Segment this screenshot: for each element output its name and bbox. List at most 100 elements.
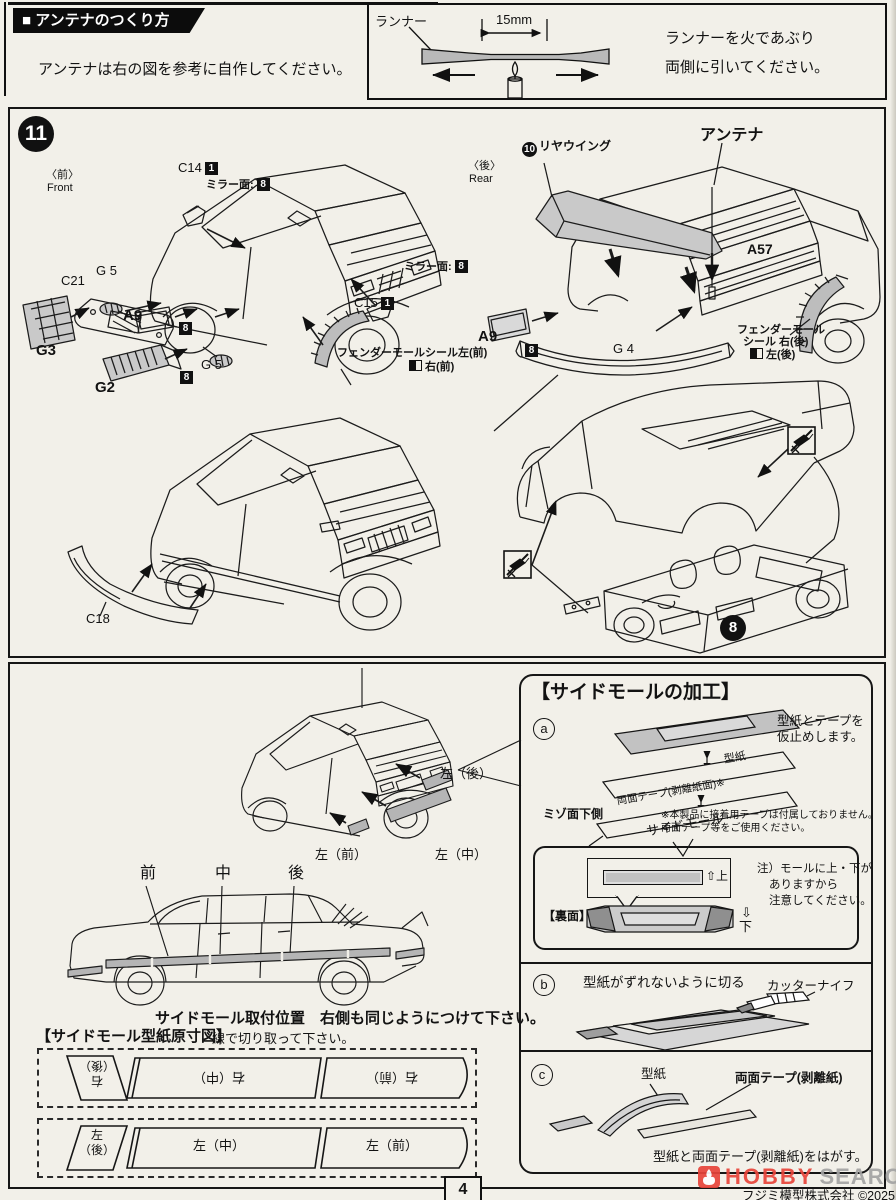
part-label-c18: C18 (86, 611, 110, 626)
part-label-g2: G2 (95, 379, 116, 396)
mirror-face-label-1: ミラー面:8 (206, 178, 270, 192)
template-label-left-rear: 左（後） (78, 1128, 115, 1157)
step-a-circle: a (533, 718, 555, 740)
footnote-2: 両面テープ等をご使用ください。 (661, 823, 811, 834)
runner-diagram-box: ランナー 15mm ランナーを火であぶり 両側に引いてください。 (367, 3, 887, 100)
color-badge-1: 1 (380, 297, 394, 310)
antenna-howto-title: ■ アンテナのつくり方 (22, 12, 170, 29)
orientation-warning-3: 注意してください。 (769, 895, 872, 907)
template-box-left-side: 左（後） 左（中） 左（前） (37, 1118, 477, 1178)
page-number: 4 (444, 1176, 482, 1200)
peel-caption: 型紙と両面テープ(剥離紙)をはがす。 (653, 1149, 868, 1164)
template-label-right-mid: 右（中） (193, 1069, 246, 1085)
seal-side-icon (750, 348, 763, 359)
fender-seal-rear-label-3: 左(後) (750, 348, 795, 362)
color-badge-8: 8 (454, 260, 468, 273)
part-label-a9-front: A9 (123, 307, 143, 324)
rear-orientation-jp: 〈後〉 (468, 160, 501, 172)
watermark-word-1: HOBBY (725, 1164, 815, 1189)
antenna-howto-title-bar: ■ アンテナのつくり方 (13, 8, 205, 33)
moulding-back-illustration (586, 905, 734, 933)
position-label-mid: 中 (215, 865, 232, 882)
moulding-top-callout: ⇧上 (587, 858, 731, 898)
scan-edge (890, 0, 896, 1200)
template-box-right-side: 右（後） 右（中） 右（前） (37, 1048, 477, 1108)
template-left-shapes (65, 1125, 468, 1171)
fender-seal-rear-label-1: フェンダーモール (737, 324, 825, 336)
step-11-panel: 11 〈前〉 Front (8, 107, 886, 658)
tack-note-2: 仮止めします。 (777, 730, 864, 744)
moulding-label-left-rear: 左（後） (440, 766, 493, 781)
moulding-processing-box: 【サイドモールの加工】 a 型紙 両面テープ(剥離紙面)※ サイドモール 型 (519, 674, 878, 1174)
part-label-c21: C21 (61, 273, 85, 288)
color-badge-8b: 8 (180, 371, 193, 384)
left-rule (4, 2, 6, 96)
rear-orientation-en: Rear (469, 173, 493, 185)
no-cement-icon (787, 426, 816, 455)
runner-stretch-illustration (408, 19, 610, 99)
top-rule (8, 2, 438, 5)
template-label-right-rear: 右（後） (79, 1059, 116, 1088)
orientation-note-box: ⇧上 【裏面】 ⇩ 下 注）モールに上・下が (533, 846, 872, 950)
orientation-warning-2: ありますから (769, 879, 838, 891)
moulding-label-left-front: 左（前） (315, 847, 368, 862)
template-label-left-mid: 左（中） (192, 1138, 245, 1153)
antenna-callout: アンテナ (700, 127, 764, 144)
template-label-right-front: 右（前） (366, 1069, 419, 1085)
fender-seal-front-label-2: 右(前) (409, 360, 454, 374)
body-chassis-illustration (493, 374, 855, 654)
template-label-left-front: 左（前） (365, 1138, 418, 1153)
publisher-credit: フジミ模型株式会社 ©2025. 1 (742, 1189, 896, 1200)
down-arrow-glyph: ⇩ (741, 905, 752, 920)
strip-stack-illustration (588, 709, 840, 858)
moulding-label-left-mid: 左（中） (435, 847, 488, 862)
color-badge-1: 1 (204, 162, 218, 175)
position-label-front: 前 (140, 865, 157, 882)
color-badge-8c: 8 (525, 344, 538, 357)
color-badge-8a: 8 (179, 322, 192, 335)
back-face-label: 【裏面】 (543, 909, 592, 923)
step-c-circle: c (531, 1064, 553, 1086)
up-side-label: ⇧上 (706, 869, 729, 883)
step-number-badge: 11 (18, 116, 54, 152)
orientation-warning-1: 注）モールに上・下が (757, 863, 872, 875)
footnote-1: ※本製品に接着用テープは付属しておりません。 (661, 810, 878, 821)
side-moulding-panel: 左（後） 左（前） 左（中） 前 中 後 (8, 662, 886, 1189)
front-orientation-en: Front (47, 182, 73, 194)
moulding-position-car-illustration (241, 668, 522, 839)
part-label-g5-lower: G 5 (201, 357, 222, 372)
watermark-word-2: SEARCH (819, 1164, 896, 1189)
front-orientation-jp: 〈前〉 (46, 169, 79, 181)
down-side-label: 下 (739, 919, 753, 934)
runner-note-2: 両側に引いてください。 (665, 59, 830, 76)
part-label-g4: G 4 (613, 341, 634, 356)
no-cement-icon (503, 550, 532, 579)
part-label-g5-upper: G 5 (96, 263, 117, 278)
section-divider (521, 962, 871, 964)
processing-title: 【サイドモールの加工】 (531, 682, 741, 703)
mirror-face-label-2: ミラー面:8 (404, 260, 468, 274)
tack-note-1: 型紙とテープを (777, 714, 864, 728)
moulding-caption: サイドモール取付位置 右側も同じようにつけて下さい。 (155, 1010, 546, 1027)
runner-note-1: ランナーを火であぶり (665, 30, 815, 47)
front-car-illustration (22, 164, 442, 386)
moulding-top-strip (603, 870, 703, 885)
seal-side-icon (409, 360, 422, 371)
antenna-howto-instruction: アンテナは右の図を参考に自作してください。 (38, 61, 352, 78)
side-profile-illustration (67, 885, 429, 1006)
part-label-a57: A57 (747, 241, 773, 257)
rear-car-illustration (487, 142, 881, 376)
template-cut-note: 線で切り取って下さい。 (212, 1031, 355, 1046)
section-divider (521, 1050, 871, 1052)
part-label-a9-rear: A9 (478, 328, 498, 345)
runner-label: ランナー (375, 14, 428, 29)
fender-seal-rear-label-2: シール 右(後) (743, 336, 809, 348)
part-label-g3: G3 (36, 342, 57, 359)
peel-tape-label: 両面テープ(剥離紙) (735, 1071, 843, 1085)
cut-caption: 型紙がずれないように切る (583, 975, 745, 990)
step-10-badge: 10 (522, 142, 537, 157)
